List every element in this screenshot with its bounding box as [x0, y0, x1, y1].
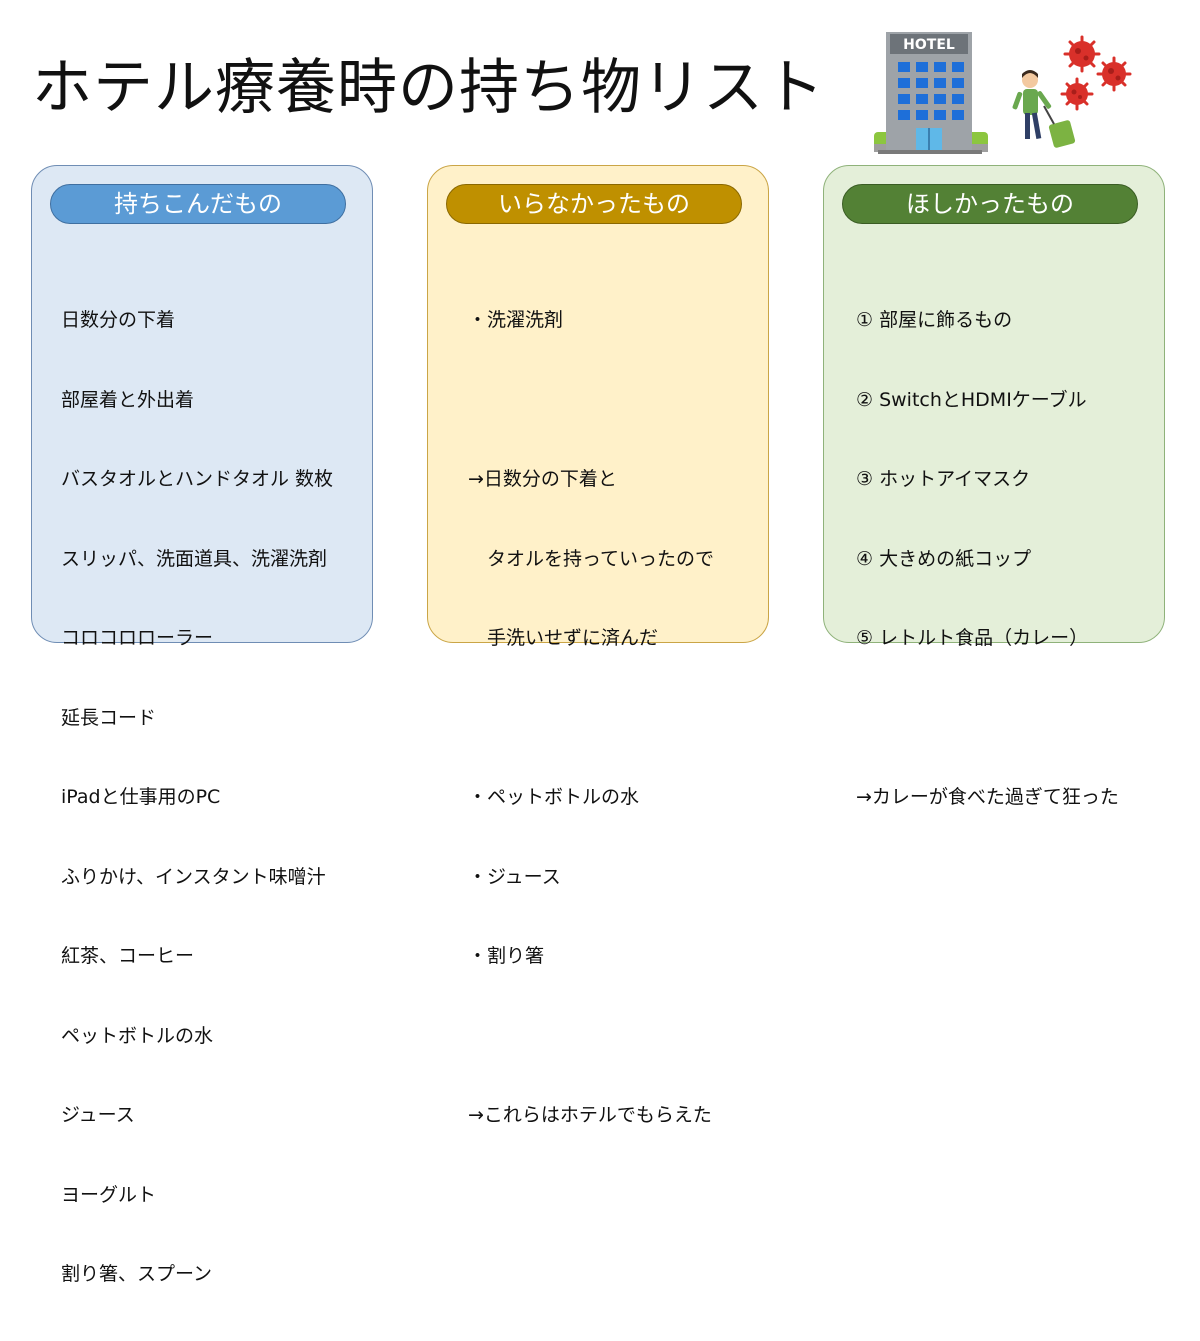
list-item: →これらはホテルでもらえた: [468, 1104, 712, 1126]
list-item: 割り箸、スプーン: [61, 1263, 213, 1285]
list-item: ・洗濯洗剤: [468, 309, 564, 331]
panel-unneeded-items: いらなかったもの ・洗濯洗剤 →日数分の下着と タオルを持っていったので 手洗い…: [427, 165, 769, 1126]
list-item: ③ ホットアイマスク: [856, 468, 1031, 490]
list-item: ② SwitchとHDMIケーブル: [856, 388, 1087, 411]
traveler-icon: [1012, 70, 1076, 148]
list-item: ・割り箸: [468, 945, 545, 967]
list-item: ④ 大きめの紙コップ: [856, 547, 1032, 570]
list-item: ジュース: [61, 1104, 135, 1126]
list-item: [468, 1023, 714, 1050]
slide: ホテル療養時の持ち物リスト HOTEL: [31, 32, 1165, 1285]
list-item: ペットボトルの水: [61, 1024, 214, 1047]
list-item: ・ジュース: [468, 865, 561, 888]
list-item: →カレーが食べた過ぎて狂った: [856, 786, 1119, 808]
panel-wanted-items: ほしかったもの ① 部屋に飾るもの ② SwitchとHDMIケーブル ③ ホッ…: [823, 165, 1165, 808]
list-item: 紅茶、コーヒー: [61, 945, 195, 967]
hotel-sign: HOTEL: [903, 37, 955, 53]
list-item: タオルを持っていったので: [468, 547, 715, 570]
list-item: 手洗いせずに済んだ: [468, 627, 659, 649]
list-item: ヨーグルト: [61, 1183, 157, 1206]
panel-brought-items: 持ちこんだもの 日数分の下着 部屋着と外出着 バスタオルとハンドタオル 数枚 ス…: [31, 165, 373, 1285]
panel-heading-wanted: ほしかったもの: [842, 184, 1138, 224]
list-item: ① 部屋に飾るもの: [856, 309, 1013, 331]
list-item: [468, 705, 714, 732]
list-item: コロコロローラー: [61, 627, 214, 649]
list-item: →日数分の下着と: [468, 468, 617, 490]
list-item: 部屋着と外出着: [61, 388, 195, 411]
wanted-items-list: ① 部屋に飾るもの ② SwitchとHDMIケーブル ③ ホットアイマスク ④…: [856, 254, 1119, 864]
hotel-traveler-illustration: HOTEL: [874, 32, 1132, 154]
list-item: iPadと仕事用のPC: [61, 786, 221, 808]
list-item: [468, 387, 714, 414]
list-item: バスタオルとハンドタオル 数枚: [61, 468, 334, 490]
suitcase-icon: [1048, 120, 1076, 148]
unneeded-items-list: ・洗濯洗剤 →日数分の下着と タオルを持っていったので 手洗いせずに済んだ ・ペ…: [468, 254, 714, 1182]
slide-title: ホテル療養時の持ち物リスト: [32, 53, 825, 123]
panel-heading-brought: 持ちこんだもの: [50, 184, 346, 224]
list-item: 日数分の下着: [61, 309, 176, 331]
brought-items-list: 日数分の下着 部屋着と外出着 バスタオルとハンドタオル 数枚 スリッパ、洗面道具…: [61, 254, 333, 1341]
panel-heading-unneeded: いらなかったもの: [446, 184, 742, 224]
list-item: ふりかけ、インスタント味噌汁: [61, 865, 326, 888]
list-item: スリッパ、洗面道具、洗濯洗剤: [61, 547, 328, 570]
hotel-building-icon: HOTEL: [878, 32, 982, 154]
list-item: ⑤ レトルト食品（カレー）: [856, 627, 1089, 649]
virus-icon: [1060, 35, 1132, 111]
list-item: 延長コード: [61, 706, 157, 729]
list-item: ・ペットボトルの水: [468, 786, 640, 808]
list-item: [856, 705, 1119, 732]
